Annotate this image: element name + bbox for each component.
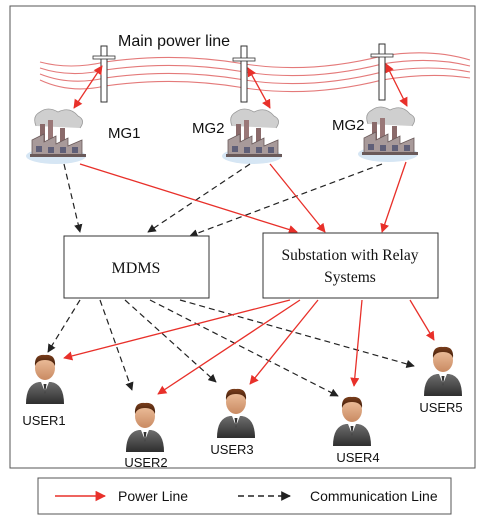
- user5-label: USER5: [419, 400, 462, 415]
- substation-user1-power: [63, 299, 291, 361]
- substation-user2-power: [157, 299, 301, 395]
- mg-label-1: MG1: [108, 125, 141, 142]
- diagram-frame: [9, 5, 476, 469]
- pole3-mg3-link: [385, 63, 408, 107]
- user3-avatar-icon: [217, 388, 255, 438]
- mdms-label: MDMS: [112, 260, 161, 277]
- user5-avatar-icon: [424, 346, 462, 396]
- substation-user5-power: [409, 299, 435, 341]
- mg-label-2: MG2: [192, 120, 225, 137]
- mdms-box: MDMS: [63, 235, 210, 299]
- mg-communication-links: [63, 163, 383, 238]
- substation-user-power: [63, 299, 435, 395]
- mdms-user5-comm: [179, 299, 415, 368]
- user4-avatar-icon: [333, 396, 371, 446]
- user2-avatar-icon: [126, 402, 164, 452]
- microgrid-factory-icon-3: [357, 106, 419, 163]
- utility-pole-3: [370, 43, 394, 101]
- user4-label: USER4: [336, 450, 379, 465]
- utility-pole-2: [232, 45, 256, 103]
- user1-label: USER1: [22, 413, 65, 428]
- main-power-line-title: Main power line: [118, 33, 230, 50]
- pole2-mg2-link: [247, 67, 271, 109]
- mg-power-links: [79, 161, 407, 234]
- user1-avatar-icon: [26, 354, 64, 404]
- substation-user4-power: [350, 299, 363, 387]
- user3-label: USER3: [210, 442, 253, 457]
- legend-power-line-label: Power Line: [118, 488, 188, 504]
- mg1-mdms-comm: [63, 163, 83, 233]
- microgrid-factory-icon-2: [221, 108, 283, 165]
- mdms-user3-comm: [124, 299, 217, 383]
- substation-user3-power: [249, 299, 319, 385]
- legend-communication-line-label: Communication Line: [310, 488, 438, 504]
- mg-label-3: MG2: [332, 117, 365, 134]
- pole-mg-power-links: [73, 63, 408, 109]
- substation-label-line1: Substation with Relay: [282, 247, 419, 264]
- substation-box: Substation with Relay Systems: [262, 232, 439, 299]
- mdms-user-communication: [47, 299, 415, 397]
- legend: Power Line Communication Line: [37, 477, 452, 515]
- pole1-mg1-link: [73, 65, 103, 109]
- mg3-substation-power: [380, 161, 407, 233]
- user2-label: USER2: [124, 455, 167, 470]
- mg2-mdms-comm: [147, 163, 251, 233]
- mdms-user1-comm: [47, 299, 81, 353]
- microgrid-factory-icon-1: [25, 108, 87, 165]
- mg3-mdms-comm: [189, 163, 383, 238]
- substation-label-line2: Systems: [324, 269, 376, 286]
- mg1-substation-power: [79, 163, 298, 234]
- mg2-substation-power: [269, 163, 326, 233]
- legend-box: [37, 477, 452, 515]
- mdms-user2-comm: [99, 299, 134, 391]
- mdms-user4-comm: [149, 299, 339, 397]
